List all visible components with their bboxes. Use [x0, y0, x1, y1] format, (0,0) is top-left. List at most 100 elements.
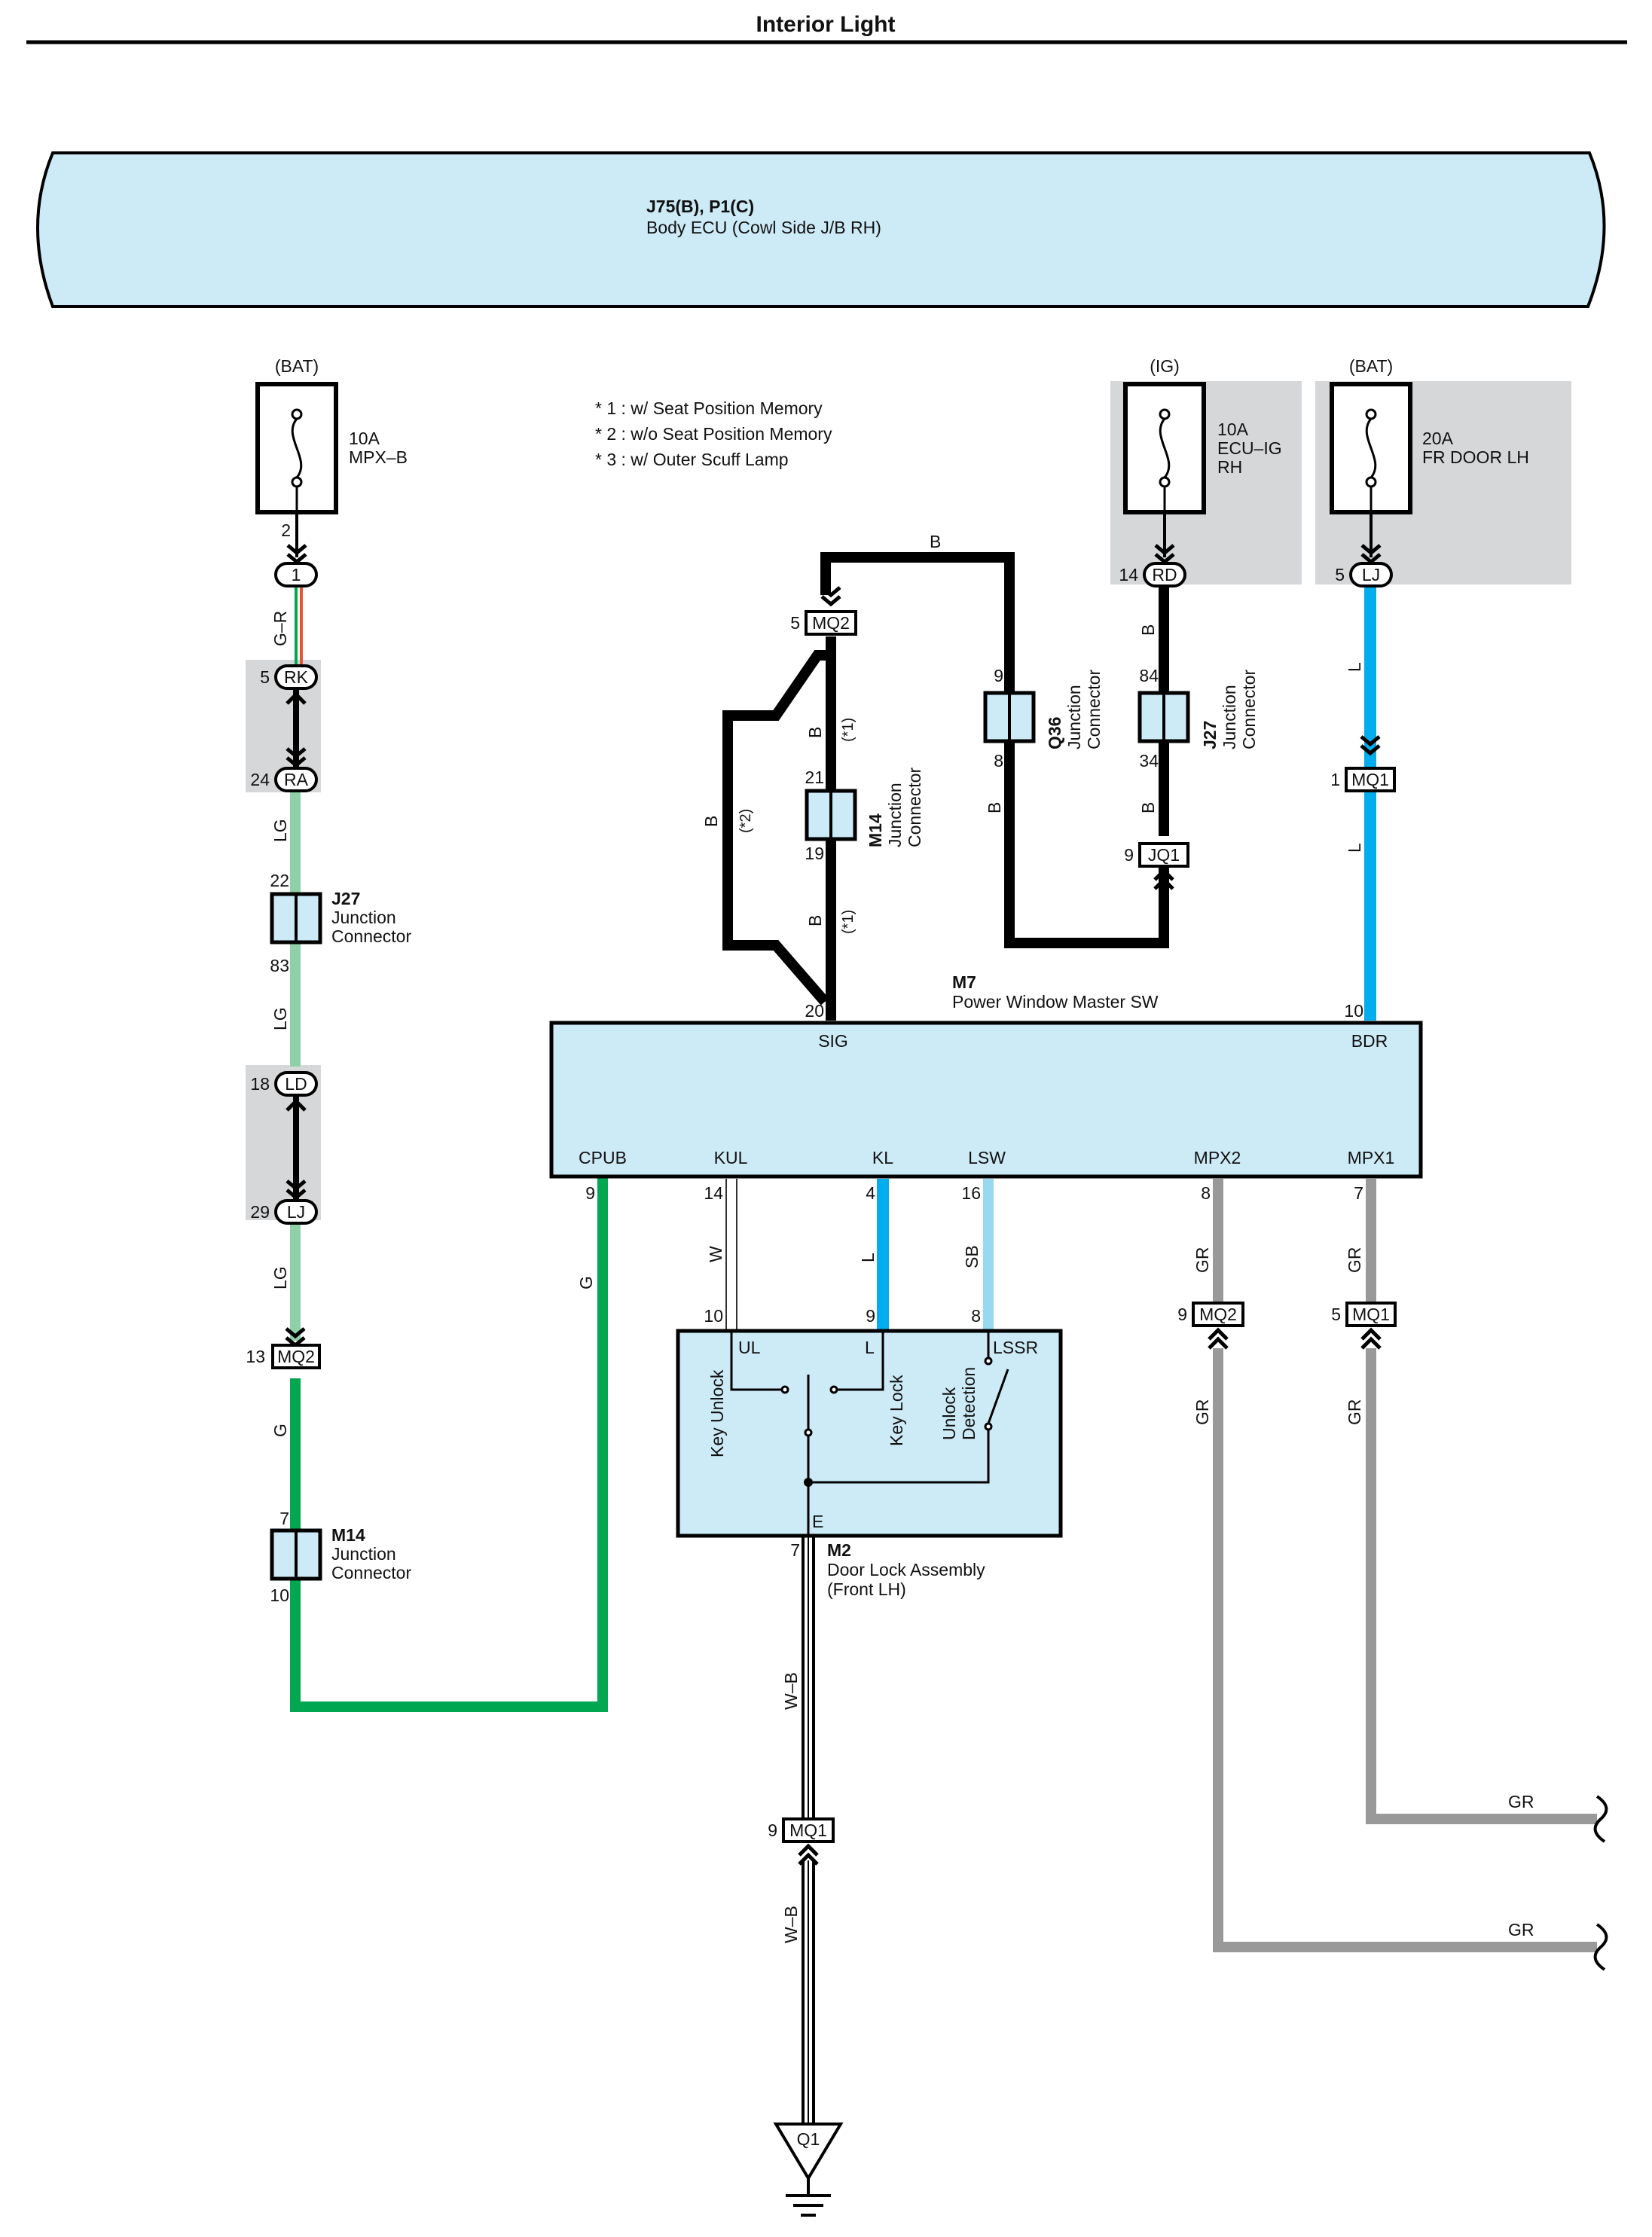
pin-34: 34	[1139, 751, 1159, 771]
j27-left-line1: Junction	[331, 908, 396, 927]
m7-term-sig: SIG	[818, 1031, 848, 1051]
connector-mq1-bottom-label: MQ1	[1352, 1305, 1390, 1324]
m14-mid-line1: Junction	[885, 783, 905, 847]
fuse-fr-door	[1332, 384, 1410, 512]
m2-junction-dot	[804, 1478, 813, 1487]
connector-ld: LD	[274, 1071, 318, 1097]
wire-end-mark-2	[1593, 1923, 1608, 1971]
q36-line1: Junction	[1064, 685, 1084, 749]
j27-left-code: J27	[331, 889, 360, 908]
junction-j27-right	[1137, 691, 1190, 743]
j27-right-line2: Connector	[1239, 670, 1259, 749]
wc-wb-1: W–B	[781, 1672, 801, 1710]
fuse1-rating: 10A	[349, 429, 380, 448]
pin-7-e: 7	[790, 1540, 800, 1560]
m7-term-cpub: CPUB	[579, 1148, 627, 1167]
m2-key-lock: Key Lock	[887, 1375, 906, 1446]
wc-l-kl: L	[858, 1253, 878, 1262]
pin-10-m14: 10	[270, 1585, 289, 1605]
wc-gr-mpx2: GR	[1192, 1247, 1212, 1274]
wc-gr-mpx2b: GR	[1192, 1399, 1212, 1426]
pin-1-mq1: 1	[1330, 770, 1340, 789]
pin-24: 24	[250, 770, 270, 789]
pin-9-cpub: 9	[585, 1183, 595, 1203]
connector-lj-left: LJ	[274, 1199, 318, 1225]
junction-j27-left	[270, 892, 322, 945]
connector-mq1-bottom: MQ1	[1345, 1302, 1397, 1327]
pin-21: 21	[805, 768, 824, 787]
m14-mid-code: M14	[866, 813, 885, 847]
fuse3-source: (BAT)	[1349, 356, 1393, 376]
wc-l-1: L	[1345, 662, 1364, 672]
pin-4-kl: 4	[866, 1183, 875, 1203]
pin-9-l: 9	[866, 1306, 875, 1326]
body-ecu-name: Body ECU (Cowl Side J/B RH)	[646, 218, 881, 237]
ground-q1-label: Q1	[797, 2129, 820, 2149]
m2-detect-return	[808, 1430, 990, 1484]
connector-1-label: 1	[292, 565, 301, 584]
wc-b-a: B	[805, 727, 825, 738]
m7-term-lsw: LSW	[968, 1148, 1006, 1167]
fuse1-name: MPX–B	[349, 447, 408, 467]
option-mark-1b: (*1)	[840, 910, 857, 934]
option-mark-1a: (*1)	[840, 718, 857, 742]
ground-q1: Q1	[773, 2123, 844, 2217]
pin-83: 83	[270, 956, 289, 975]
m7-code: M7	[952, 972, 976, 992]
fuse2-rating: 10A	[1217, 420, 1249, 439]
connector-rd-label: RD	[1152, 565, 1177, 584]
wc-b-j27a: B	[1138, 624, 1158, 636]
connector-mq1-right-label: MQ1	[1351, 770, 1389, 789]
note-1: * 1 : w/ Seat Position Memory	[595, 398, 823, 418]
m14-left-line1: Junction	[331, 1544, 396, 1564]
connector-mq2-bottom: MQ2	[1192, 1302, 1244, 1327]
wc-l-2: L	[1345, 843, 1364, 853]
pin-8-q36: 8	[994, 751, 1003, 771]
m2-box	[676, 1329, 1063, 1538]
body-ecu-box	[36, 151, 1606, 308]
wc-b-top: B	[930, 532, 941, 551]
note-2: * 2 : w/o Seat Position Memory	[595, 424, 832, 444]
wc-gr-top: G–R	[270, 611, 290, 646]
m7-name: Power Window Master SW	[952, 992, 1159, 1012]
fuse2-name2: RH	[1217, 457, 1242, 477]
wire-end-mark-1	[1593, 1795, 1608, 1843]
m7-term-mpx1: MPX1	[1348, 1148, 1395, 1167]
diagram-title: Interior Light	[756, 12, 896, 37]
m2-term-e: E	[812, 1512, 823, 1531]
connector-rk: RK	[274, 664, 318, 690]
wire-gr-mpx1-out	[1366, 1348, 1597, 1824]
pin-5-rk: 5	[260, 667, 270, 687]
pin-8-mpx2: 8	[1201, 1183, 1211, 1203]
j27-right-code: J27	[1200, 721, 1220, 749]
connector-mq1-ground-label: MQ1	[789, 1820, 827, 1840]
m2-lssr-contact	[984, 1357, 993, 1366]
connector-mq2-bottom-label: MQ2	[1199, 1305, 1237, 1324]
wc-b-j27b: B	[1138, 802, 1158, 813]
m2-detect-pivot	[984, 1422, 993, 1431]
connector-mq2-top-label: MQ2	[812, 613, 850, 633]
q36-code: Q36	[1045, 717, 1064, 749]
connector-mq1-ground: MQ1	[782, 1817, 835, 1843]
pin-2: 2	[281, 520, 291, 540]
wire-gr-mpx2-out	[1213, 1348, 1597, 1952]
junction-m14-left	[270, 1528, 322, 1581]
wire-g-return	[290, 1175, 608, 1712]
pin-16-lsw: 16	[961, 1183, 981, 1203]
pin-5-mq1b: 5	[1331, 1305, 1341, 1324]
rk-ra-arrow-up	[286, 691, 307, 705]
m7-box	[549, 1021, 1423, 1179]
pin-29: 29	[250, 1202, 270, 1222]
pin-7-m14: 7	[279, 1509, 289, 1528]
pin-14-rd: 14	[1119, 565, 1138, 584]
wc-lg-1: LG	[270, 819, 290, 842]
pin-10-bdr: 10	[1344, 1001, 1363, 1021]
connector-rd: RD	[1143, 562, 1186, 587]
ld-lj-arrow-up	[286, 1098, 307, 1112]
note-3: * 3 : w/ Outer Scuff Lamp	[595, 450, 789, 469]
jq1-arrow-up	[1153, 868, 1174, 890]
wc-g-left: G	[270, 1424, 290, 1437]
fuse1-source: (BAT)	[275, 356, 319, 376]
fuse3-name: FR DOOR LH	[1422, 447, 1529, 467]
junction-q36	[983, 691, 1036, 743]
